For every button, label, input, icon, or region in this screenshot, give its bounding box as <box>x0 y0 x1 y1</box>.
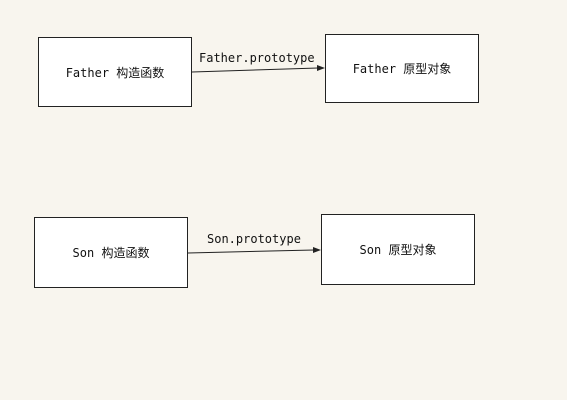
son-prototype-box: Son 原型对象 <box>321 214 475 285</box>
father-prototype-label: Father 原型对象 <box>352 62 452 76</box>
father-prototype-arrow <box>191 65 325 73</box>
son-constructor-box: Son 构造函数 <box>34 217 188 288</box>
father-constructor-label: Father 构造函数 <box>65 65 165 80</box>
son-constructor-label: Son 构造函数 <box>72 246 150 260</box>
son-prototype-arrow <box>187 247 321 254</box>
son-prototype-label: Son 原型对象 <box>359 243 437 257</box>
father-prototype-box: Father 原型对象 <box>325 34 479 103</box>
son-prototype-edge-label: Son.prototype <box>207 232 301 246</box>
father-constructor-box: Father 构造函数 <box>38 37 192 107</box>
father-prototype-edge-label: Father.prototype <box>199 51 315 65</box>
